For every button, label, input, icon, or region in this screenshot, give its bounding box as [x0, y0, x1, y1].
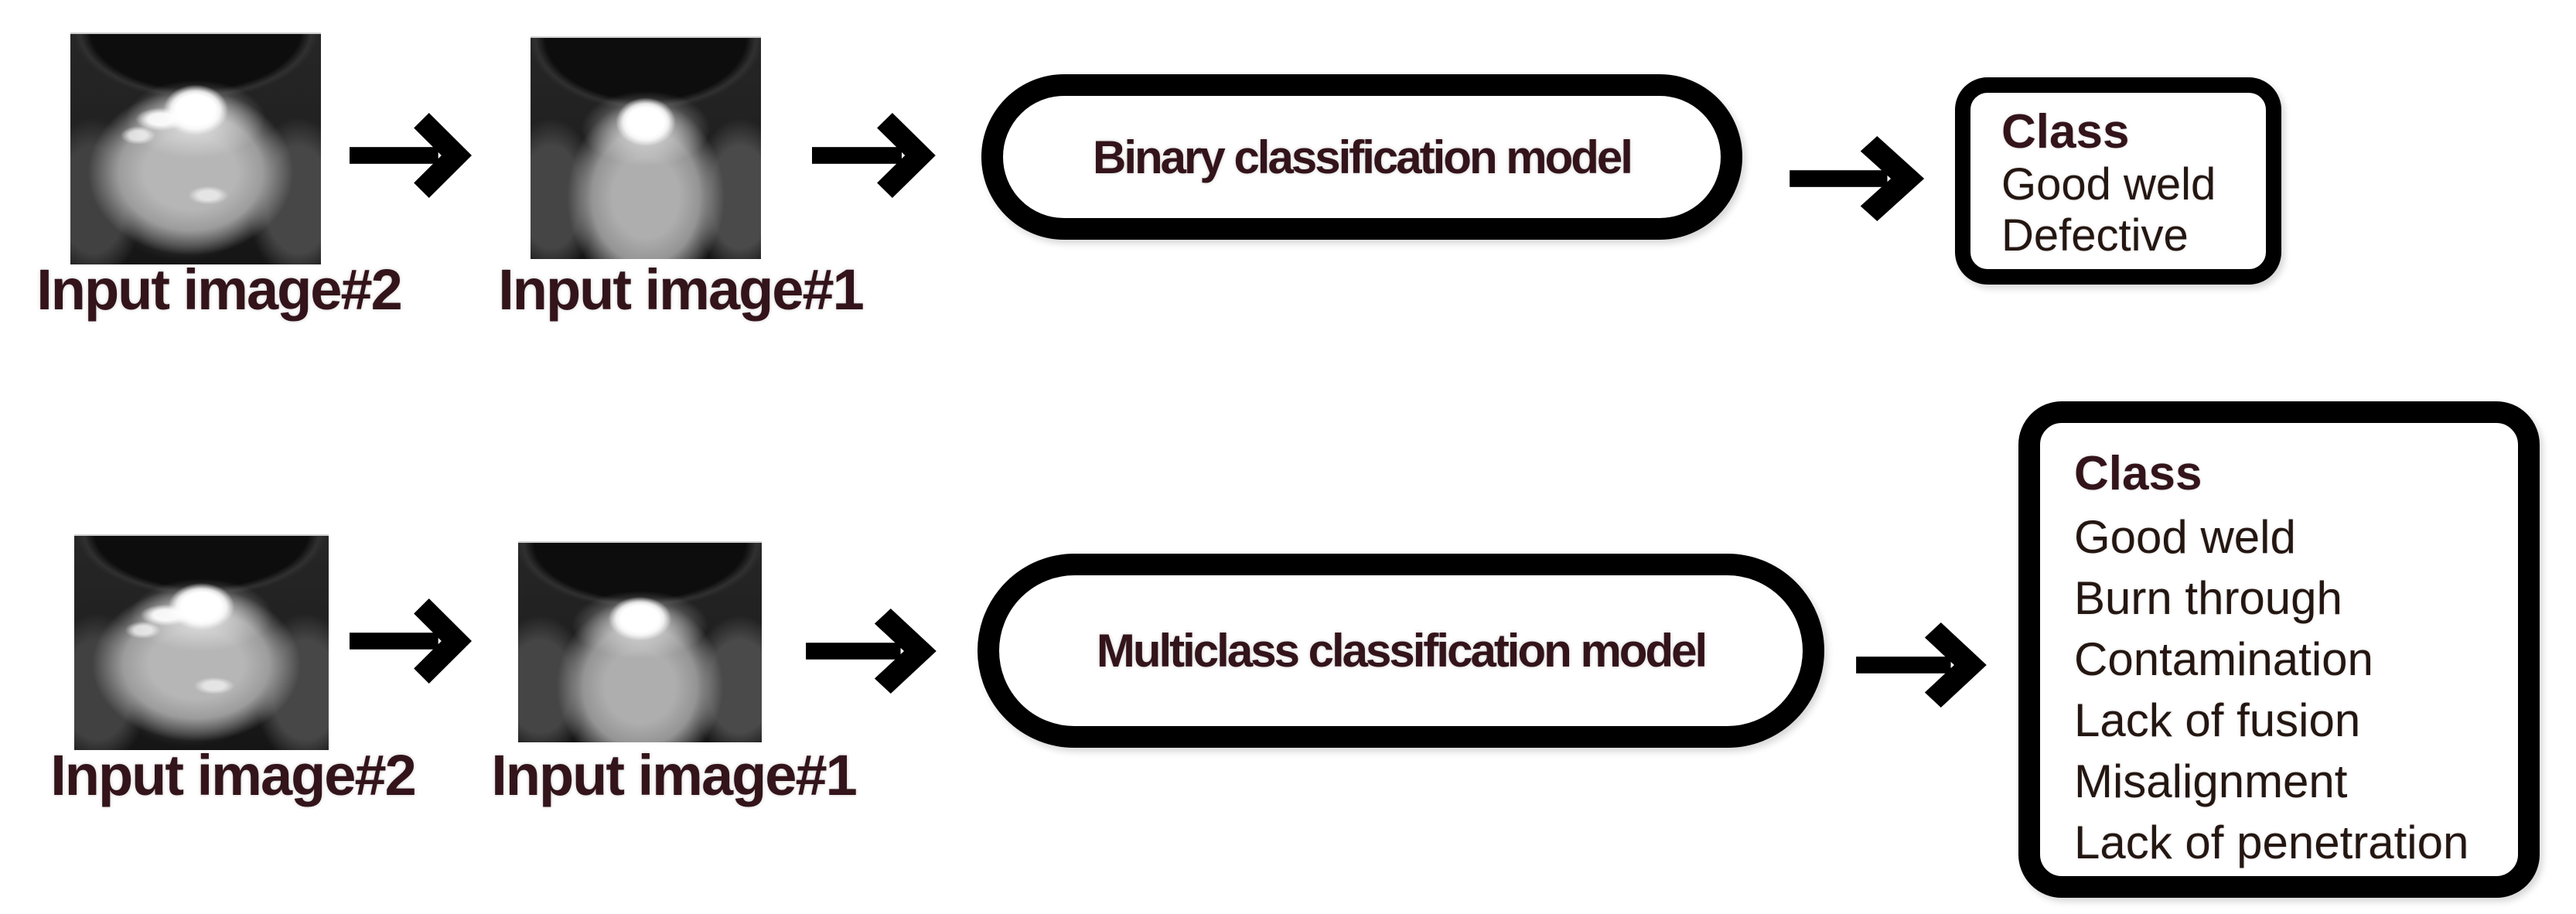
binary-model-pill: Binary classification model [981, 74, 1742, 240]
input-image-2-label: Input image#2 [36, 257, 403, 322]
class-item: Defective [2001, 210, 2189, 261]
weld-input-image-2 [70, 32, 321, 264]
flow-arrow-icon [806, 609, 937, 694]
input-image-1-label: Input image#1 [491, 743, 858, 807]
flow-arrow-icon [1856, 622, 1987, 708]
class-header: Class [2001, 105, 2130, 159]
class-item: Contamination [2074, 633, 2373, 685]
class-item: Lack of penetration [2074, 817, 2469, 868]
class-item: Burn through [2074, 572, 2342, 624]
flow-arrow-icon [812, 113, 936, 198]
multiclass-class-output-box: Class Good weld Burn through Contaminati… [2018, 401, 2540, 898]
input-image-2-label: Input image#2 [50, 743, 417, 807]
binary-model-label: Binary classification model [1093, 131, 1633, 183]
multiclass-model-label: Multiclass classification model [1096, 625, 1708, 677]
class-item: Misalignment [2074, 755, 2348, 807]
flow-arrow-icon [349, 113, 473, 198]
class-item: Lack of fusion [2074, 694, 2361, 746]
multiclass-model-pill: Multiclass classification model [978, 554, 1824, 748]
flow-arrow-icon [1790, 136, 1925, 221]
class-header: Class [2074, 447, 2202, 500]
flow-arrow-icon [349, 599, 473, 684]
binary-class-output-box: Class Good weld Defective [1955, 77, 2281, 285]
weld-input-image-2 [74, 534, 329, 750]
weld-input-image-1 [518, 541, 762, 742]
weld-input-image-1 [531, 36, 761, 259]
class-item: Good weld [2001, 159, 2216, 210]
class-item: Good weld [2074, 511, 2296, 563]
input-image-1-label: Input image#1 [498, 257, 865, 322]
